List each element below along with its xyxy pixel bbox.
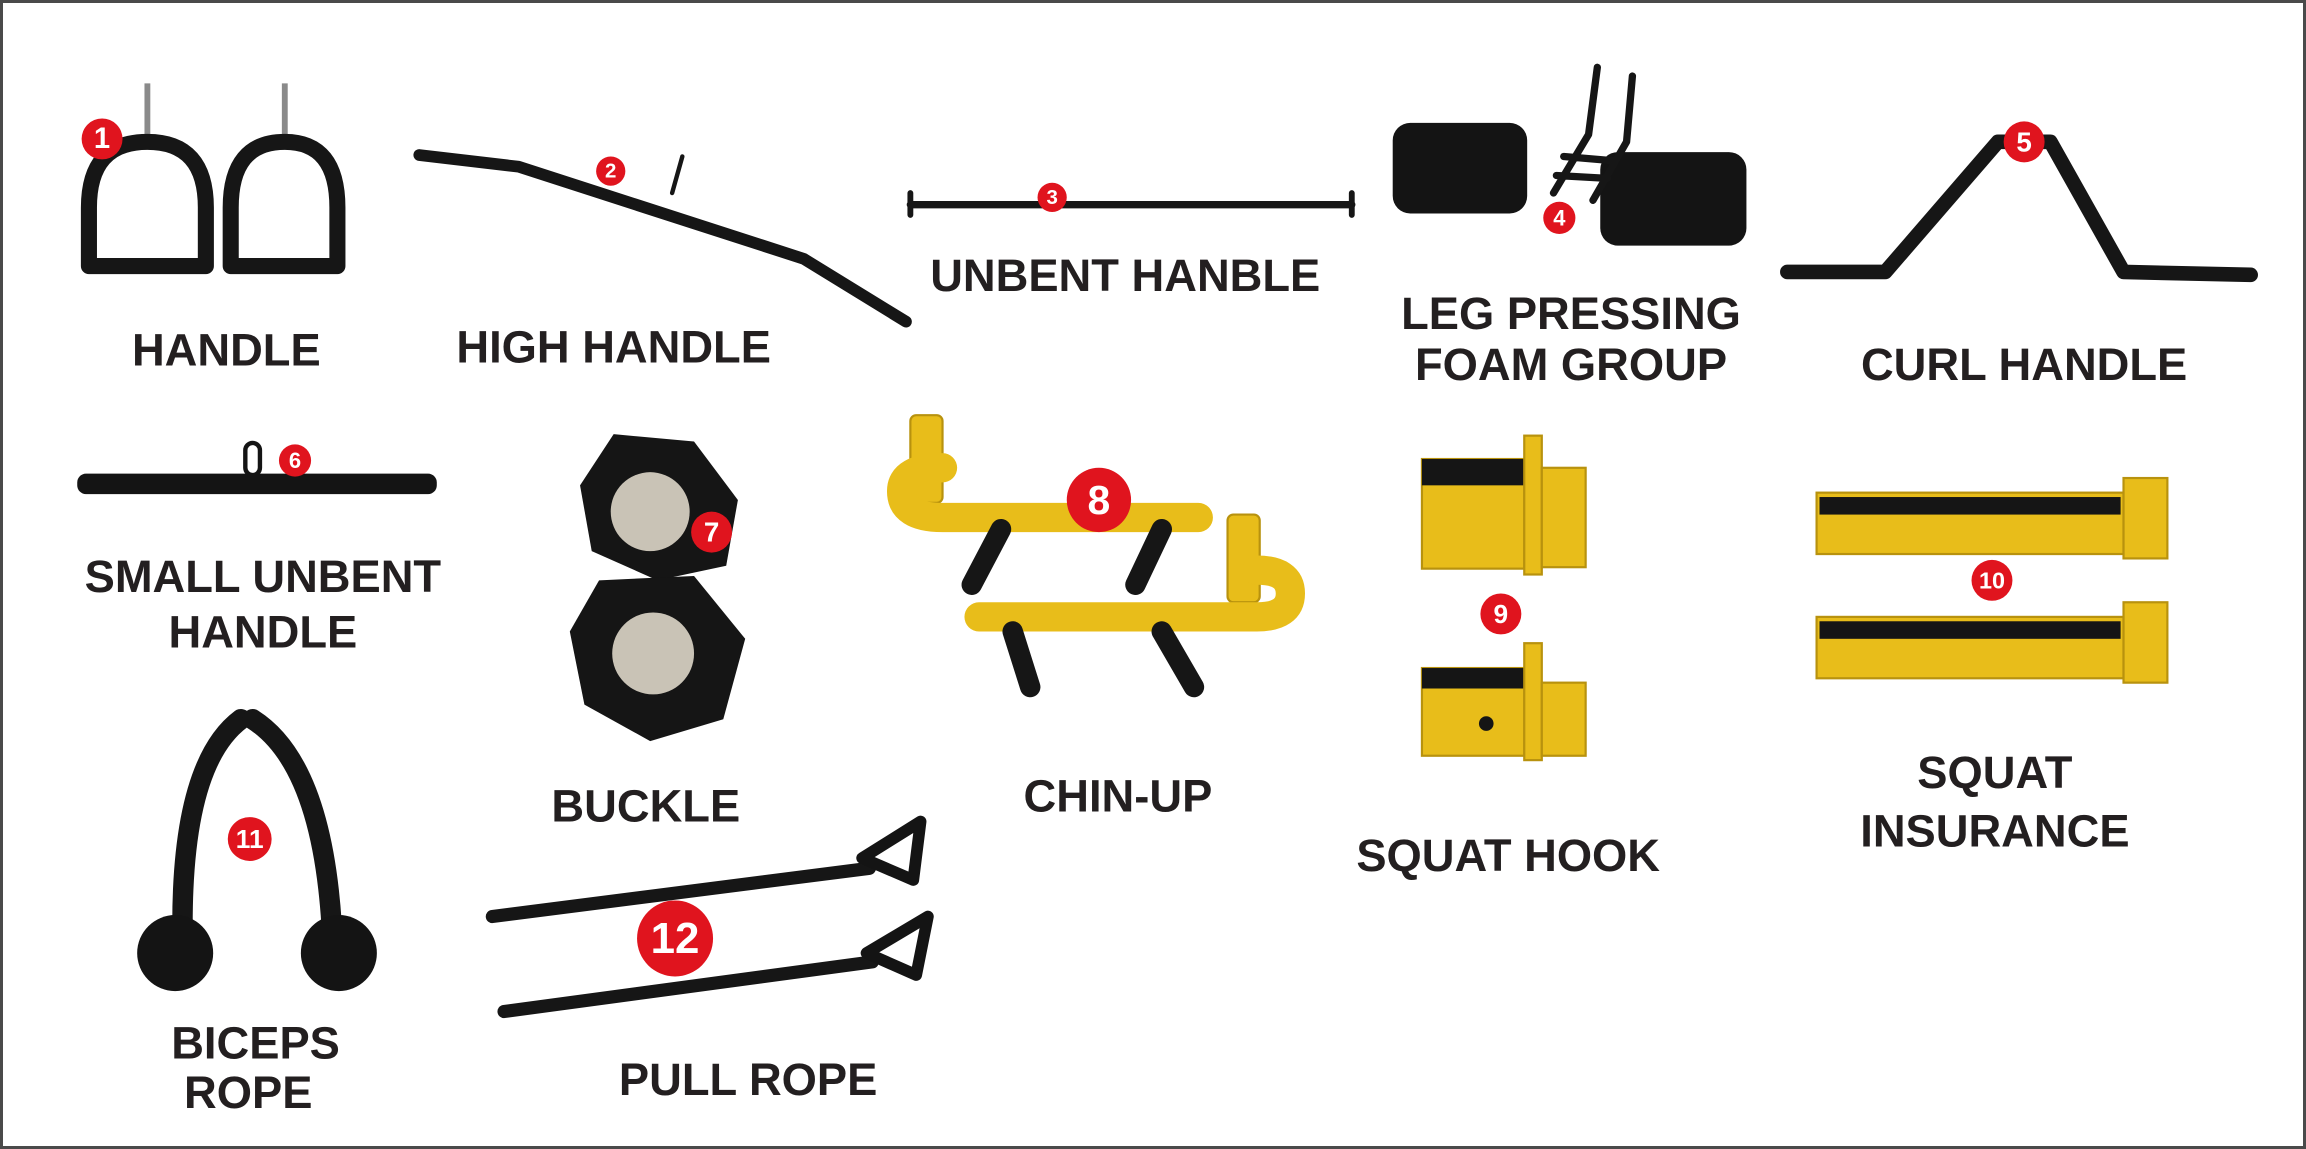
handle-image xyxy=(80,83,346,275)
label-leg-pressing-line1: LEG PRESSING xyxy=(1401,288,1741,339)
svg-text:3: 3 xyxy=(1046,186,1057,209)
chin-up-image xyxy=(886,414,1306,698)
badge-8: 8 xyxy=(1066,467,1132,533)
label-squat-insurance-line1: SQUAT xyxy=(1917,747,2073,798)
buckle-image xyxy=(569,434,746,742)
svg-text:9: 9 xyxy=(1494,599,1509,629)
label-unbent-handle: UNBENT HANBLE xyxy=(930,250,1320,301)
svg-text:5: 5 xyxy=(2016,126,2031,157)
squat-insurance-image xyxy=(1815,476,2169,684)
squat-hook-image xyxy=(1420,434,1587,762)
pull-rope-image xyxy=(485,815,934,1019)
badge-12: 12 xyxy=(637,900,714,977)
label-high-handle: HIGH HANDLE xyxy=(456,322,771,373)
small-unbent-handle-image xyxy=(77,440,437,495)
badge-6: 6 xyxy=(278,444,312,477)
label-chin-up: CHIN-UP xyxy=(1024,770,1213,821)
accessories-illustration: 1 2 3 4 5 6 7 8 9 10 11 12 HANDLE HIGH H… xyxy=(77,63,2258,1118)
badge-10: 10 xyxy=(1971,559,2013,601)
svg-text:1: 1 xyxy=(94,123,110,155)
badge-4: 4 xyxy=(1543,201,1576,234)
svg-text:8: 8 xyxy=(1088,477,1111,523)
label-biceps-rope-line1: BICEPS xyxy=(171,1017,340,1068)
badge-2: 2 xyxy=(596,156,626,186)
svg-text:7: 7 xyxy=(704,517,719,548)
curl-handle-image xyxy=(1780,134,2258,283)
badge-9: 9 xyxy=(1480,593,1522,635)
label-squat-insurance-line2: INSURANCE xyxy=(1860,805,2129,856)
high-handle-image xyxy=(413,149,912,328)
unbent-handle-image xyxy=(906,190,1356,218)
label-buckle: BUCKLE xyxy=(551,781,740,832)
svg-text:12: 12 xyxy=(651,914,700,963)
badge-7: 7 xyxy=(691,511,733,553)
biceps-rope-image xyxy=(137,708,377,992)
badge-5: 5 xyxy=(2003,121,2045,163)
svg-text:6: 6 xyxy=(289,448,301,473)
badge-1: 1 xyxy=(81,118,123,160)
svg-text:10: 10 xyxy=(1979,567,2005,593)
label-small-unbent-line1: SMALL UNBENT xyxy=(85,551,442,602)
label-handle: HANDLE xyxy=(132,324,321,375)
label-squat-hook: SQUAT HOOK xyxy=(1356,830,1660,881)
svg-text:11: 11 xyxy=(236,824,264,854)
leg-pressing-foam-image xyxy=(1392,63,1747,246)
label-biceps-rope-line2: ROPE xyxy=(184,1067,312,1118)
svg-text:2: 2 xyxy=(605,160,616,183)
badge-3: 3 xyxy=(1037,182,1067,213)
label-pull-rope: PULL ROPE xyxy=(619,1054,877,1105)
label-curl-handle: CURL HANDLE xyxy=(1861,339,2187,390)
svg-text:4: 4 xyxy=(1553,205,1566,230)
label-small-unbent-line2: HANDLE xyxy=(168,607,357,658)
badge-11: 11 xyxy=(227,817,272,861)
label-leg-pressing-line2: FOAM GROUP xyxy=(1415,339,1727,390)
